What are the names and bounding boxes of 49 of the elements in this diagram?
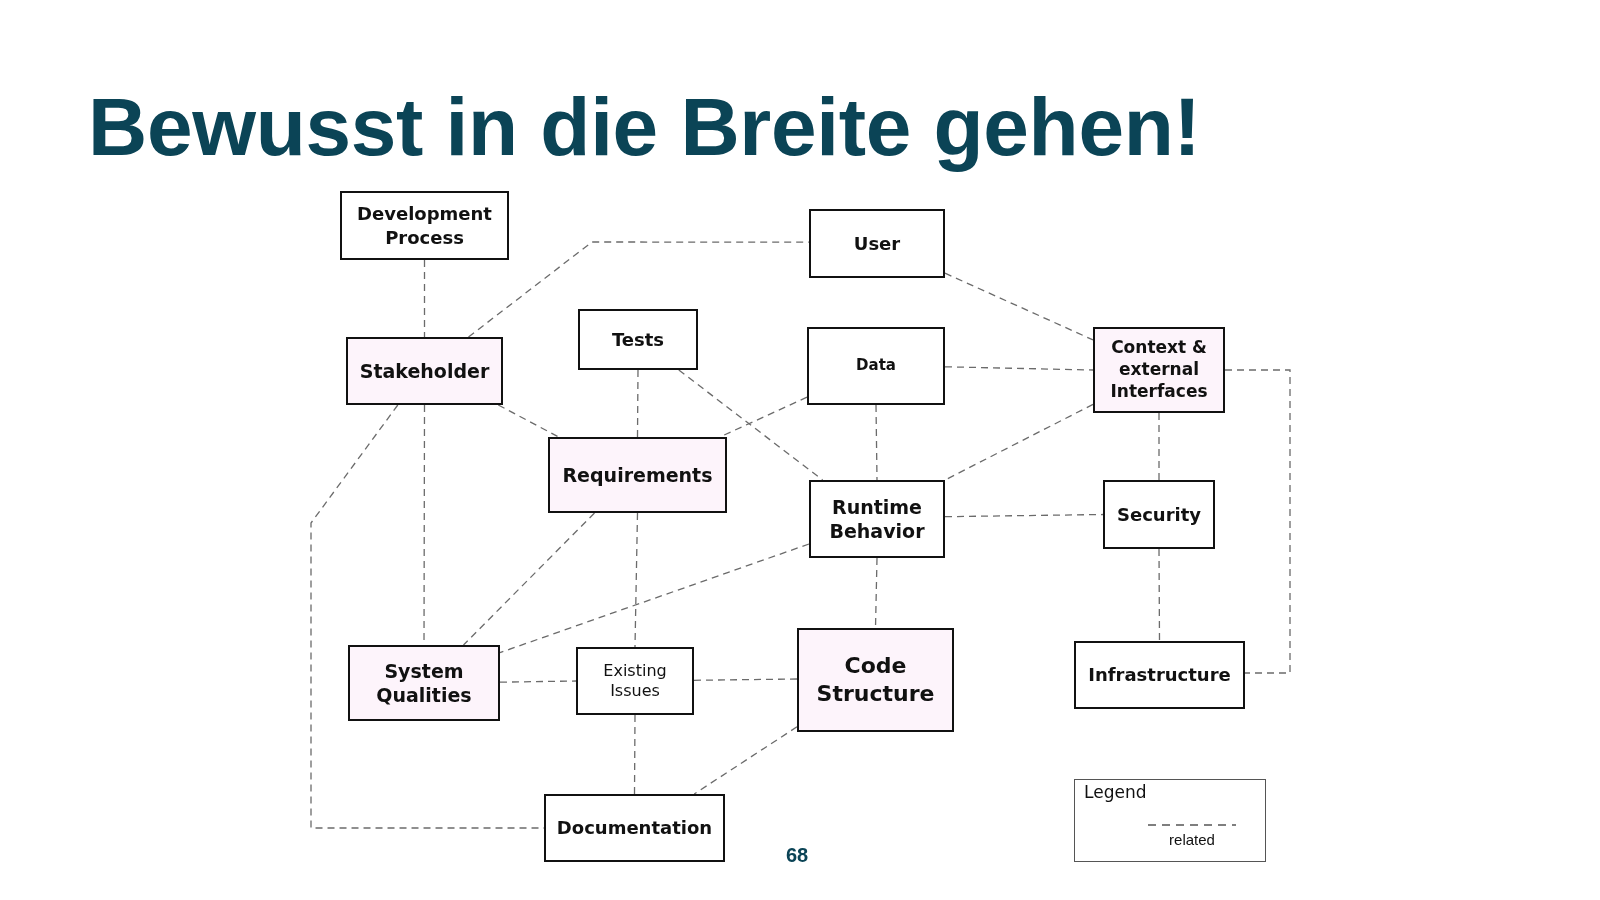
page-number: 68 (786, 843, 809, 867)
connector-line (633, 714, 636, 795)
connector-line (678, 369, 824, 481)
topic-box (1074, 641, 1245, 709)
connector-line (423, 259, 426, 338)
node-label: Existing Issues (602, 660, 668, 702)
connector-line (499, 543, 810, 654)
topic-box (797, 628, 954, 732)
connector-line (1224, 369, 1291, 674)
topic-box (1103, 480, 1215, 549)
connector-line (944, 513, 1104, 518)
connector-line (497, 404, 560, 438)
node-label: Tests (610, 328, 666, 351)
connector-line (1158, 412, 1160, 481)
topic-box (809, 209, 945, 278)
node-label: Code Structure (815, 651, 936, 708)
node-label: User (852, 232, 902, 255)
node-label: Requirements (561, 462, 714, 488)
topic-box (576, 647, 694, 715)
connector-line (1158, 548, 1161, 642)
topic-box (346, 337, 503, 405)
node-label: Development Process (356, 202, 493, 249)
node-label: Runtime Behavior (828, 494, 926, 544)
connector-line (693, 678, 798, 681)
connector-line (693, 726, 798, 795)
node-label: System Qualities (375, 658, 473, 708)
connector-line (944, 272, 1094, 341)
topic-box (578, 309, 698, 370)
topic-box (544, 794, 725, 862)
connector-line (634, 512, 639, 648)
node-label: Documentation (555, 816, 714, 840)
node-label: Infrastructure (1087, 663, 1232, 687)
connector-line (875, 404, 878, 481)
legend-title: Legend (1084, 782, 1147, 803)
topic-box (348, 645, 500, 721)
connector-line (944, 366, 1094, 371)
legend-label: related (1169, 831, 1215, 849)
node-label: Stakeholder (358, 358, 491, 384)
node-label: Security (1115, 503, 1202, 526)
connector-line (462, 512, 596, 646)
node-label: Context & external Interfaces (1109, 337, 1209, 403)
connector-line (636, 369, 639, 438)
topic-box (340, 191, 509, 260)
node-label: Data (855, 356, 897, 376)
connector-line (499, 680, 577, 683)
topic-box (809, 480, 945, 558)
topic-box (548, 437, 727, 513)
topic-box (1093, 327, 1225, 413)
topic-box (807, 327, 945, 405)
